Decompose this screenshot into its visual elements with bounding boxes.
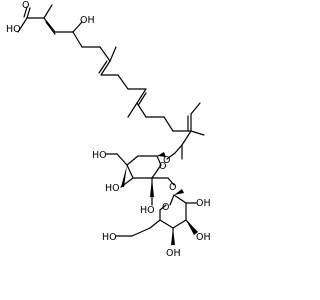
galactose-hydroxyl-right-mid-label: OH <box>196 232 211 243</box>
acid-hydroxyl-label: HO <box>6 24 21 35</box>
glucose-hydroxymethyl-label: HO <box>92 150 107 161</box>
galactose-hydroxyl-bottom-label: OH <box>166 248 181 259</box>
interglycosidic-oxygen-label: O <box>169 182 176 193</box>
hydroxyl-label-top: OH <box>80 15 95 26</box>
chemical-structure: HO O OH HO O O HO HO O O OH OH OH HO <box>6 0 211 259</box>
glucose-hydroxyl-left-label: HO <box>105 183 120 194</box>
glucose-hydroxyl-bottom-label: HO <box>140 205 155 216</box>
carbonyl-oxygen-label: O <box>22 0 29 11</box>
galactose-hydroxymethyl-label: HO <box>102 232 117 243</box>
glucose-ring-oxygen-label: O <box>159 161 166 172</box>
wedge-bonds <box>121 152 198 245</box>
bonds <box>17 4 205 245</box>
galactose-ring-oxygen-label: O <box>162 202 169 213</box>
aglycone-glycosidic-oxygen-label: O <box>163 155 170 166</box>
atom-labels: HO O OH HO O O HO HO O O OH OH OH HO <box>6 0 211 259</box>
galactose-hydroxyl-right-top-label: OH <box>196 198 211 209</box>
